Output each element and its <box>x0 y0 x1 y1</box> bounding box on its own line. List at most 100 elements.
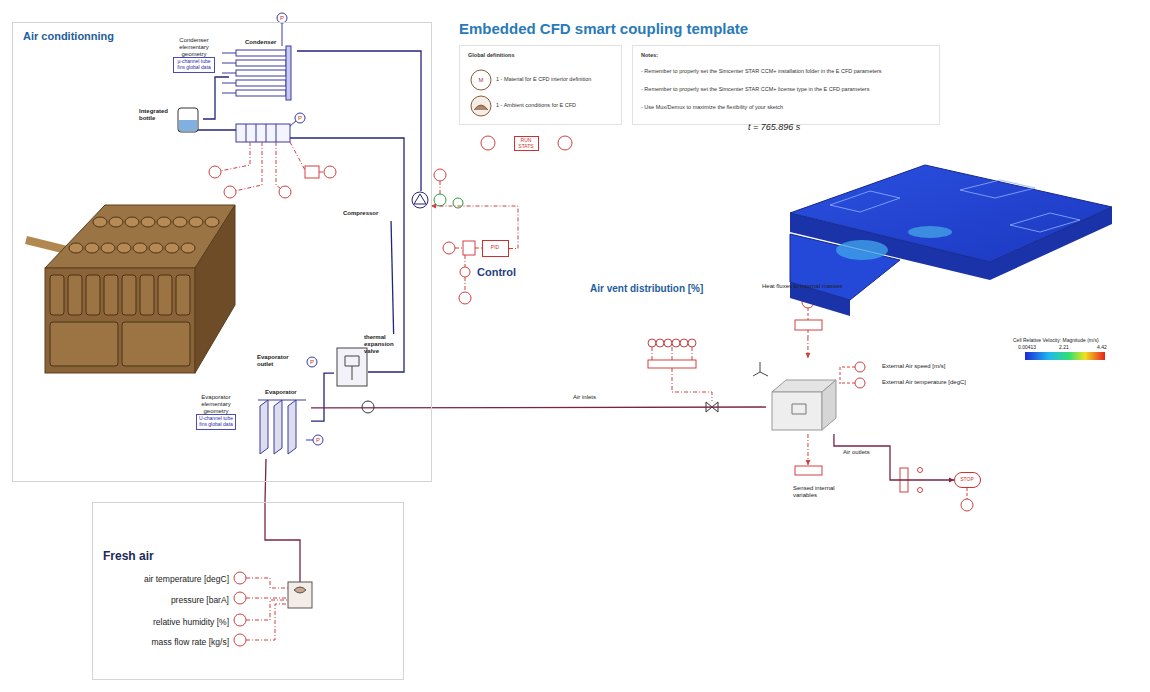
decor-rect <box>648 360 696 368</box>
connector <box>805 337 810 358</box>
decor-ellipse <box>85 243 99 253</box>
decor-circle <box>918 488 923 493</box>
decor-circle <box>307 357 317 367</box>
node-text: External Air temperature [degC] <box>882 379 966 386</box>
decor-rect <box>86 275 100 315</box>
decor-path <box>198 129 236 130</box>
decor-circle <box>224 186 236 198</box>
decor-ellipse <box>181 243 195 253</box>
connector <box>805 434 810 465</box>
stop-block: STOP <box>954 472 981 488</box>
decor-circle <box>279 186 291 198</box>
decor-path <box>246 578 288 640</box>
node-text: Sensed internal variables <box>793 485 837 499</box>
compressor-component: Compressor <box>341 191 431 221</box>
decor-ellipse <box>173 217 187 227</box>
node-text: Notes: <box>641 52 658 59</box>
edge-label: Air inlets <box>572 394 597 400</box>
colorbar-title: Cell Relative Velocity: Magnitude (m/s) <box>1013 337 1099 343</box>
connector <box>391 221 394 334</box>
decor-rect <box>463 241 475 255</box>
decor-rect <box>236 60 286 66</box>
node-text: Evaporator outlet <box>257 354 293 368</box>
decor-ellipse <box>125 217 139 227</box>
fresh-air-symbols <box>234 502 312 646</box>
bottle-symbol <box>178 108 198 132</box>
decor-ellipse <box>908 226 952 238</box>
stats-block: RUN STATS <box>514 136 539 151</box>
node-text: External Air speed [m/s] <box>882 363 945 370</box>
node-text: Condenser elementary geometry <box>171 37 217 58</box>
decor-ellipse <box>109 217 123 227</box>
bottle-component: Integrated bottle <box>139 104 203 134</box>
valve-symbol <box>337 348 374 413</box>
section-heading: Control <box>477 266 516 278</box>
node-text: Evaporator <box>265 389 297 396</box>
decor-circle <box>295 113 305 123</box>
node-text: Air vent distribution [%] <box>590 283 703 294</box>
decor-rect <box>236 124 290 142</box>
decor-ellipse <box>157 217 171 227</box>
decor-rect <box>122 322 190 366</box>
connector-line <box>311 373 334 421</box>
node-text: - Remember to properly set the Simcenter… <box>641 68 882 75</box>
decor-polygon <box>790 165 1112 262</box>
decor-path <box>792 404 806 414</box>
node-text: - Remember to properly set the Simcenter… <box>641 86 869 93</box>
fresh-air-panel: Fresh airair temperature [degC]pressure … <box>92 502 404 680</box>
decor-path <box>290 121 296 126</box>
decor-rect <box>178 108 198 132</box>
decor-circle <box>412 192 428 208</box>
decor-path <box>282 23 283 46</box>
decor-circle <box>234 614 246 626</box>
decor-circle <box>961 499 973 511</box>
node-text: 1 - Ambient conditions for E CFD <box>496 102 576 109</box>
decor-rect <box>45 268 195 373</box>
decor-circle <box>362 401 374 413</box>
decor-rect <box>236 90 286 96</box>
node-text: RUN STATS <box>515 138 537 149</box>
decor-ellipse <box>205 217 219 227</box>
node-text: Compressor <box>343 210 378 217</box>
decor-circle <box>234 572 246 584</box>
definitions-panel: Global definitions1 - Material for E CFD… <box>459 45 622 125</box>
heat-exchanger: Evaporator <box>251 389 311 459</box>
decor-circle <box>918 468 923 473</box>
decor-circle <box>664 339 672 347</box>
valve-component: thermal expansion valve <box>334 334 401 390</box>
colorbar-value: 0.00413 <box>1018 344 1036 350</box>
connector <box>297 51 421 191</box>
decor-rect <box>337 348 367 386</box>
decor-rect <box>795 466 822 475</box>
decor-rect <box>772 392 822 430</box>
colorbar-value: 4.42 <box>1097 344 1107 350</box>
symbol-letter: M <box>476 76 486 84</box>
decor-g <box>234 572 246 646</box>
sensor-letter: P <box>313 436 323 444</box>
air-vent-symbols <box>648 339 718 412</box>
decor-path <box>246 124 276 142</box>
decor-ellipse <box>69 243 83 253</box>
connector-line <box>834 434 954 480</box>
decor-path <box>753 362 768 376</box>
decor-polygon <box>195 205 235 373</box>
node-text: U-channel tube fins global data <box>196 414 236 430</box>
connector <box>834 434 954 483</box>
decor-path <box>830 180 1080 232</box>
decor-rect <box>288 582 312 608</box>
decor-circle <box>313 435 323 445</box>
node-text: Heat fluxes to internal masses <box>762 283 842 290</box>
connector-line <box>297 51 421 191</box>
node-text: µ-channel tube fins global data <box>173 57 215 73</box>
decor-circle <box>558 136 572 150</box>
sensor-letter: P <box>307 358 317 366</box>
decor-circle <box>855 378 865 388</box>
decor-path <box>222 53 236 93</box>
time-readout: t = 765.896 s <box>748 122 800 132</box>
node-text: 1 - Material for E CFD interior definiti… <box>496 76 591 83</box>
decor-path <box>414 194 426 204</box>
decor-path <box>440 181 482 292</box>
mux-block: Air vent distribution [%] <box>588 282 728 372</box>
decor-rect <box>286 46 291 100</box>
